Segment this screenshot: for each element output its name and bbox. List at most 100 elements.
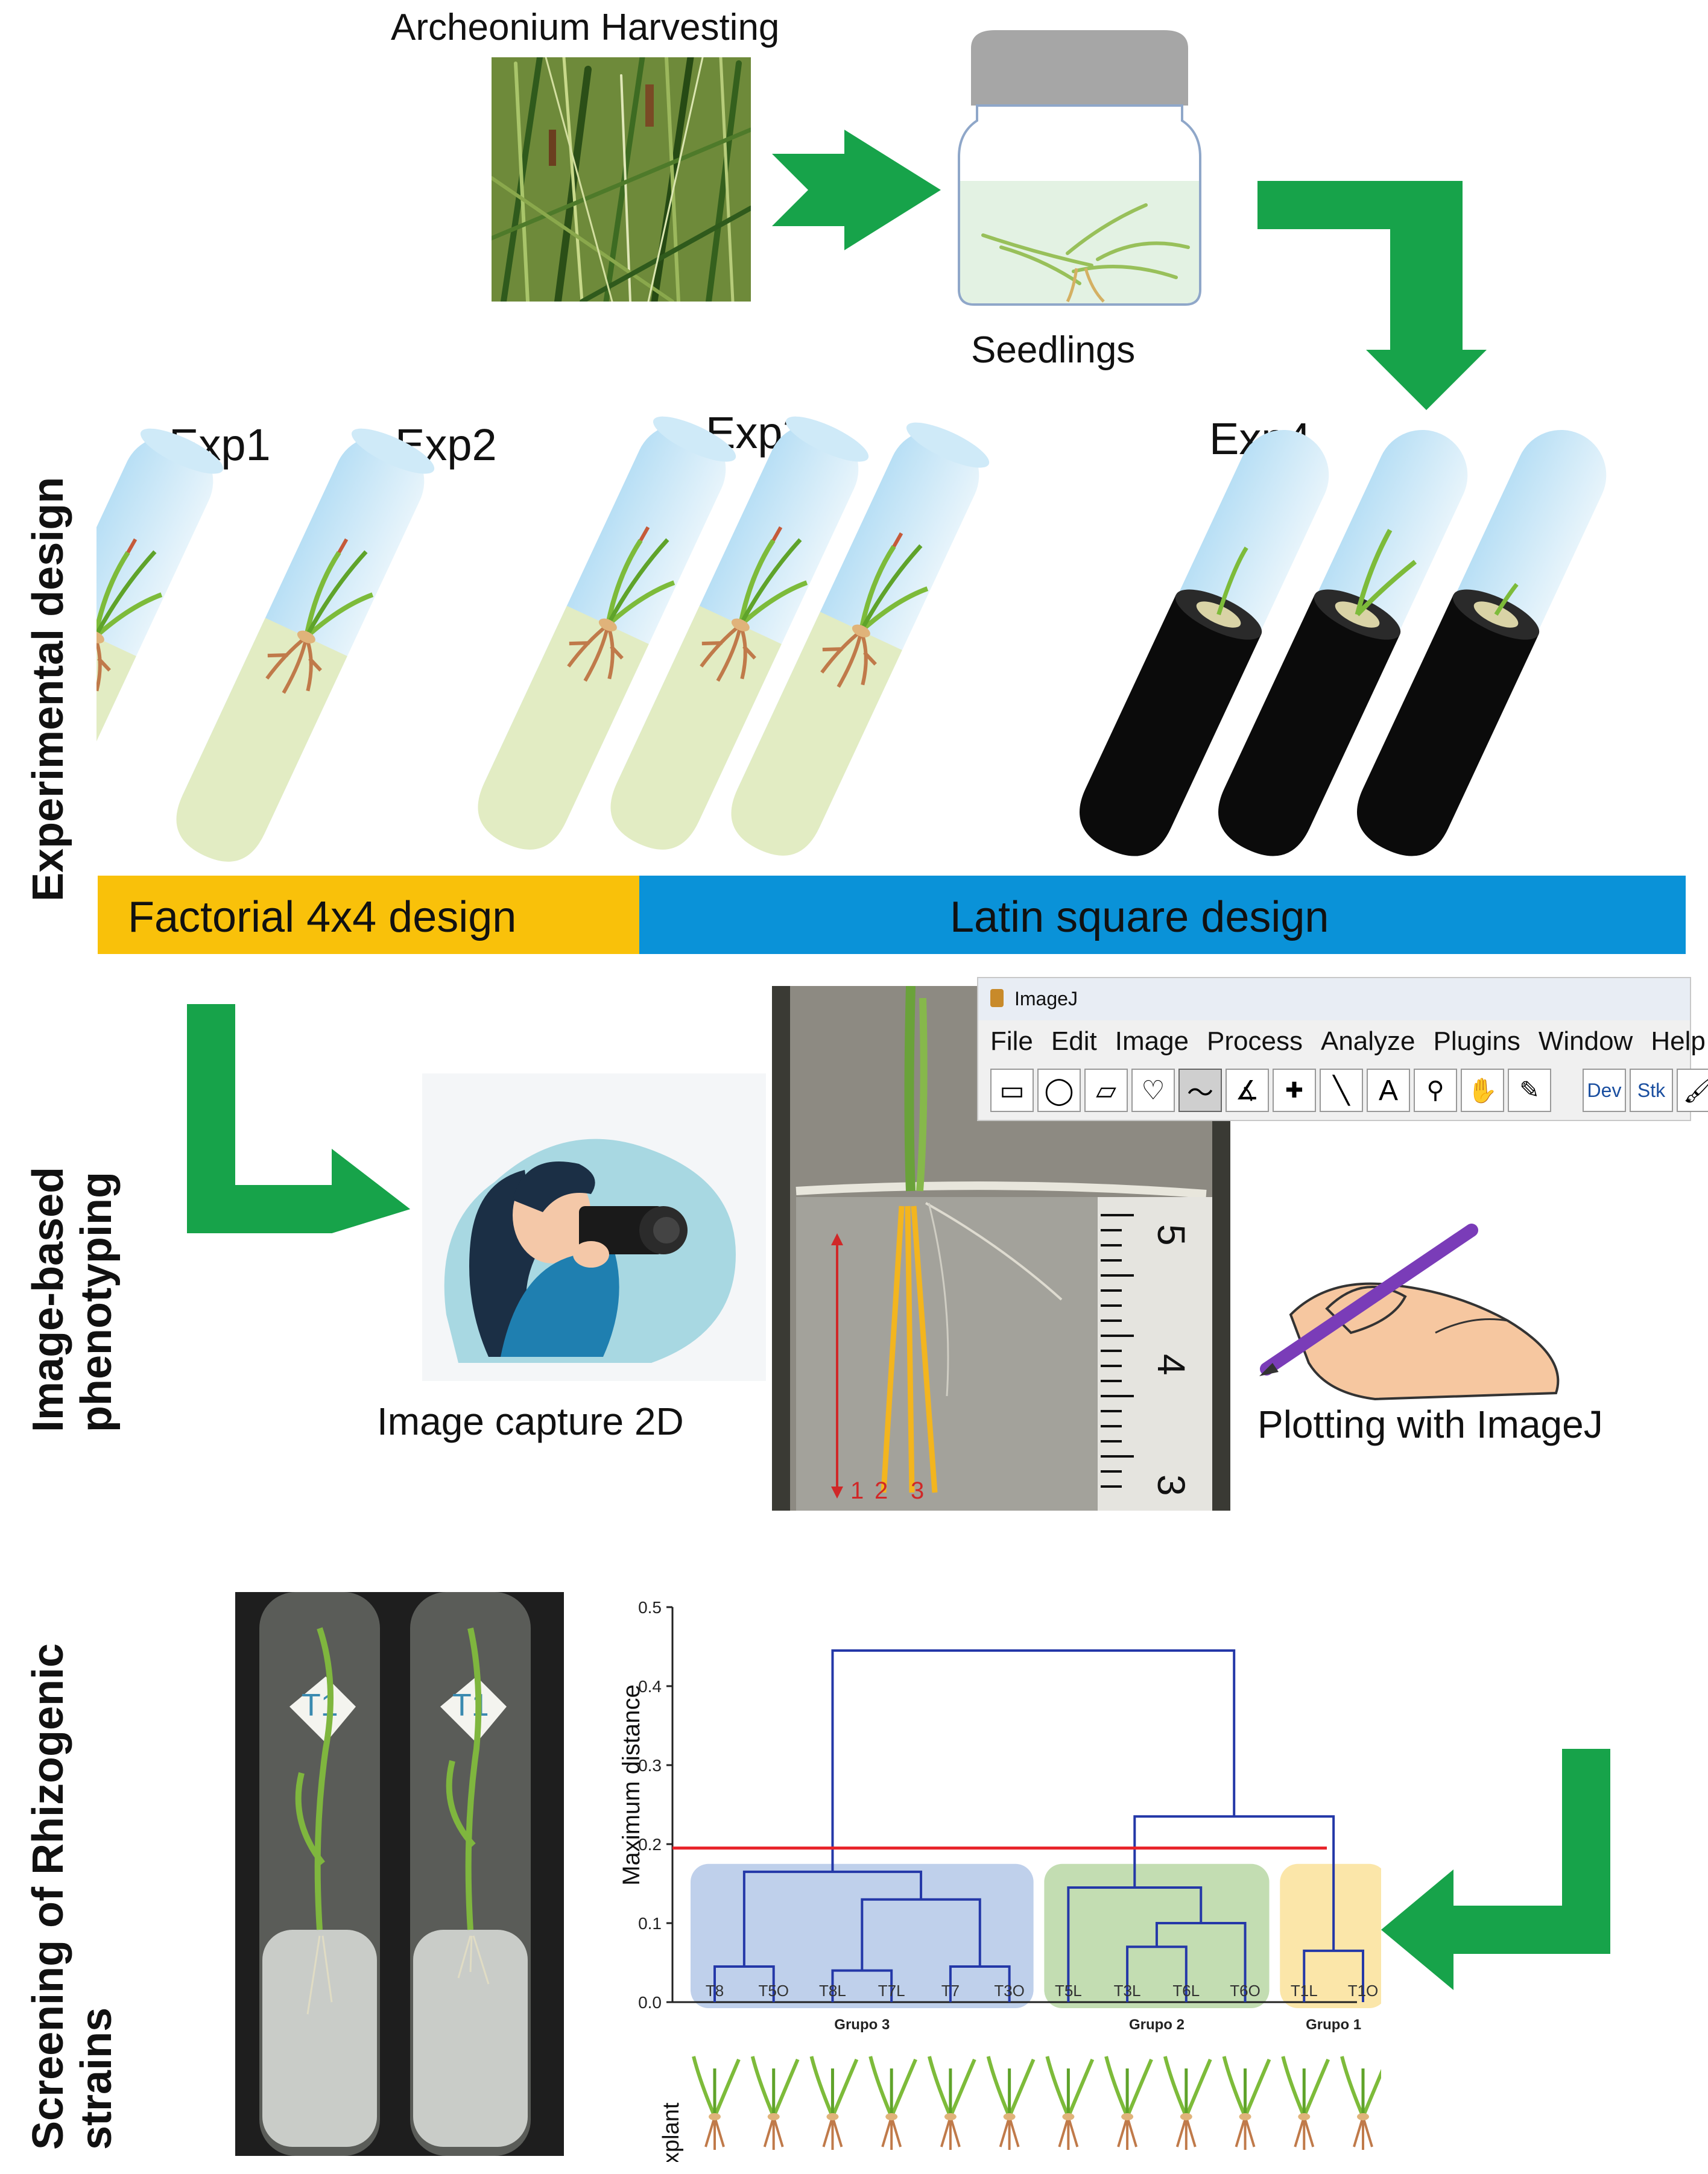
leaf-label: T1O <box>1348 1982 1379 2000</box>
dendrogram-link <box>1126 1945 1188 2002</box>
explant-seedling-icon <box>809 2056 859 2150</box>
menu-image[interactable]: Image <box>1115 1026 1189 1056</box>
wand-tool-icon[interactable]: ╲ <box>1320 1069 1363 1112</box>
menu-edit[interactable]: Edit <box>1051 1026 1097 1056</box>
menu-plugins[interactable]: Plugins <box>1433 1026 1520 1056</box>
capture-label: Image capture 2D <box>377 1400 684 1443</box>
section-label-phenotyping: Image-based phenotyping <box>24 1167 121 1432</box>
ruler-mark-4: 4 <box>1150 1354 1193 1376</box>
menu-help[interactable]: Help <box>1651 1026 1706 1056</box>
imagej-menubar: File Edit Image Process Analyze Plugins … <box>990 1026 1706 1057</box>
explant-seedling-icon <box>1340 2056 1381 2150</box>
section-label-experimental: Experimental design <box>24 476 72 902</box>
arrow-harvest-to-seedlings <box>772 130 941 250</box>
section-label-screening: Screening of Rhizogenic strains <box>24 1643 121 2150</box>
root-label-2: 2 <box>875 1477 888 1504</box>
dev-button[interactable]: Dev <box>1583 1069 1626 1112</box>
dendrogram-link <box>831 1969 893 2002</box>
latin-label: Latin square design <box>950 893 1329 941</box>
screening-line2: strains <box>72 2007 121 2150</box>
seedlings-label: Seedlings <box>971 329 1136 371</box>
menu-file[interactable]: File <box>990 1026 1033 1056</box>
menu-process[interactable]: Process <box>1207 1026 1303 1056</box>
group-label: Grupo 2 <box>1129 2017 1185 2033</box>
factorial-label: Factorial 4x4 design <box>128 893 517 941</box>
leaf-label: T3O <box>994 1982 1025 2000</box>
color-picker-tool-icon[interactable]: ✎ <box>1508 1069 1551 1112</box>
leaf-label: T1L <box>1291 1982 1318 2000</box>
explant-label: Explant <box>659 2102 684 2162</box>
imagej-titlebar: ImageJ <box>978 978 1690 1020</box>
phenotyping-line1: Image-based <box>24 1166 72 1432</box>
explant-seedling-icon <box>692 2056 741 2150</box>
stk-button[interactable]: Stk <box>1630 1069 1673 1112</box>
dendrogram-chart: Maximum distance Explant 0.50.40.30.20.1… <box>618 1598 1381 2162</box>
explant-seedling-icon <box>927 2056 976 2150</box>
angle-tool-icon[interactable]: ∡ <box>1226 1069 1269 1112</box>
explant-seedling-icon <box>1281 2056 1330 2150</box>
explant-seedling-icon <box>986 2056 1036 2150</box>
freehand-tool-icon[interactable]: ♡ <box>1131 1069 1175 1112</box>
plotting-label: Plotting with ImageJ <box>1257 1403 1603 1446</box>
explant-seedling-icon <box>1222 2056 1271 2150</box>
group-label: Grupo 3 <box>834 2017 890 2033</box>
line-tool-icon[interactable]: 〜 <box>1178 1069 1222 1112</box>
leaf-label: T8 <box>706 1982 724 2000</box>
menu-window[interactable]: Window <box>1538 1026 1633 1056</box>
harvest-label: Archeonium Harvesting <box>391 7 780 48</box>
text-tool-icon[interactable]: A <box>1367 1069 1410 1112</box>
archeonium-photo <box>492 57 751 302</box>
rectangle-tool-icon[interactable]: ▭ <box>990 1069 1034 1112</box>
explant-seedling-icon <box>1045 2056 1095 2150</box>
explant-seedling-icon <box>1163 2056 1212 2150</box>
photographer-illustration <box>422 1073 766 1381</box>
y-tick-label: 0.5 <box>638 1598 662 1617</box>
screening-tubes-photo: T1 T1 <box>235 1592 564 2156</box>
leaf-label: T6O <box>1230 1982 1260 2000</box>
writing-hand-illustration <box>1259 1224 1560 1401</box>
imagej-logo-icon <box>990 989 1004 1007</box>
imagej-toolbar: ▭ ◯ ▱ ♡ 〜 ∡ ✚ ╲ A ⚲ ✋ ✎ Dev Stk 🖌 <box>990 1069 1708 1112</box>
ruler-mark-5: 5 <box>1150 1224 1193 1246</box>
arrow-to-dendrogram <box>1381 1749 1610 1990</box>
dendrogram-link <box>1303 1949 1364 2002</box>
brush-tool-icon[interactable]: 🖌 <box>1677 1069 1708 1112</box>
y-tick-label: 0.0 <box>638 1993 662 2012</box>
leaf-label: T5L <box>1055 1982 1082 2000</box>
polygon-tool-icon[interactable]: ▱ <box>1084 1069 1128 1112</box>
seedling-jar <box>958 30 1201 306</box>
hand-tool-icon[interactable]: ✋ <box>1461 1069 1504 1112</box>
imagej-window: ImageJ File Edit Image Process Analyze P… <box>977 977 1708 1121</box>
test-tubes <box>96 408 1623 875</box>
point-tool-icon[interactable]: ✚ <box>1273 1069 1316 1112</box>
screening-line1: Screening of Rhizogenic <box>24 1643 72 2150</box>
dendrogram-link <box>713 1965 775 2002</box>
explant-seedling-icon <box>868 2056 917 2150</box>
oval-tool-icon[interactable]: ◯ <box>1037 1069 1081 1112</box>
arrow-seedlings-to-exp <box>1257 181 1487 410</box>
root-label-3: 3 <box>911 1477 924 1504</box>
tube-label-2: T1 <box>452 1688 489 1723</box>
dendrogram-link <box>831 1649 1236 1872</box>
leaf-label: T7L <box>878 1982 905 2000</box>
explant-seedling-icon <box>1104 2056 1153 2150</box>
y-tick-label: 0.3 <box>638 1756 662 1775</box>
leaf-label: T8L <box>819 1982 846 2000</box>
leaf-label: T5O <box>758 1982 789 2000</box>
group-label: Grupo 1 <box>1306 2017 1361 2033</box>
latin-bar: Latin square design <box>639 876 1686 954</box>
leaf-label: T6L <box>1172 1982 1200 2000</box>
explant-seedling-icon <box>750 2056 800 2150</box>
dendrogram-link <box>1067 1886 1203 2002</box>
ruler-mark-3: 3 <box>1150 1474 1193 1496</box>
magnifier-tool-icon[interactable]: ⚲ <box>1414 1069 1457 1112</box>
leaf-label: T7 <box>941 1982 960 2000</box>
y-tick-label: 0.1 <box>638 1914 662 1933</box>
y-tick-label: 0.2 <box>638 1835 662 1854</box>
menu-analyze[interactable]: Analyze <box>1320 1026 1415 1056</box>
y-tick-label: 0.4 <box>638 1677 662 1696</box>
leaf-label: T3L <box>1114 1982 1141 2000</box>
dendrogram-link <box>742 1870 923 1967</box>
root-label-1: 1 <box>850 1477 864 1504</box>
